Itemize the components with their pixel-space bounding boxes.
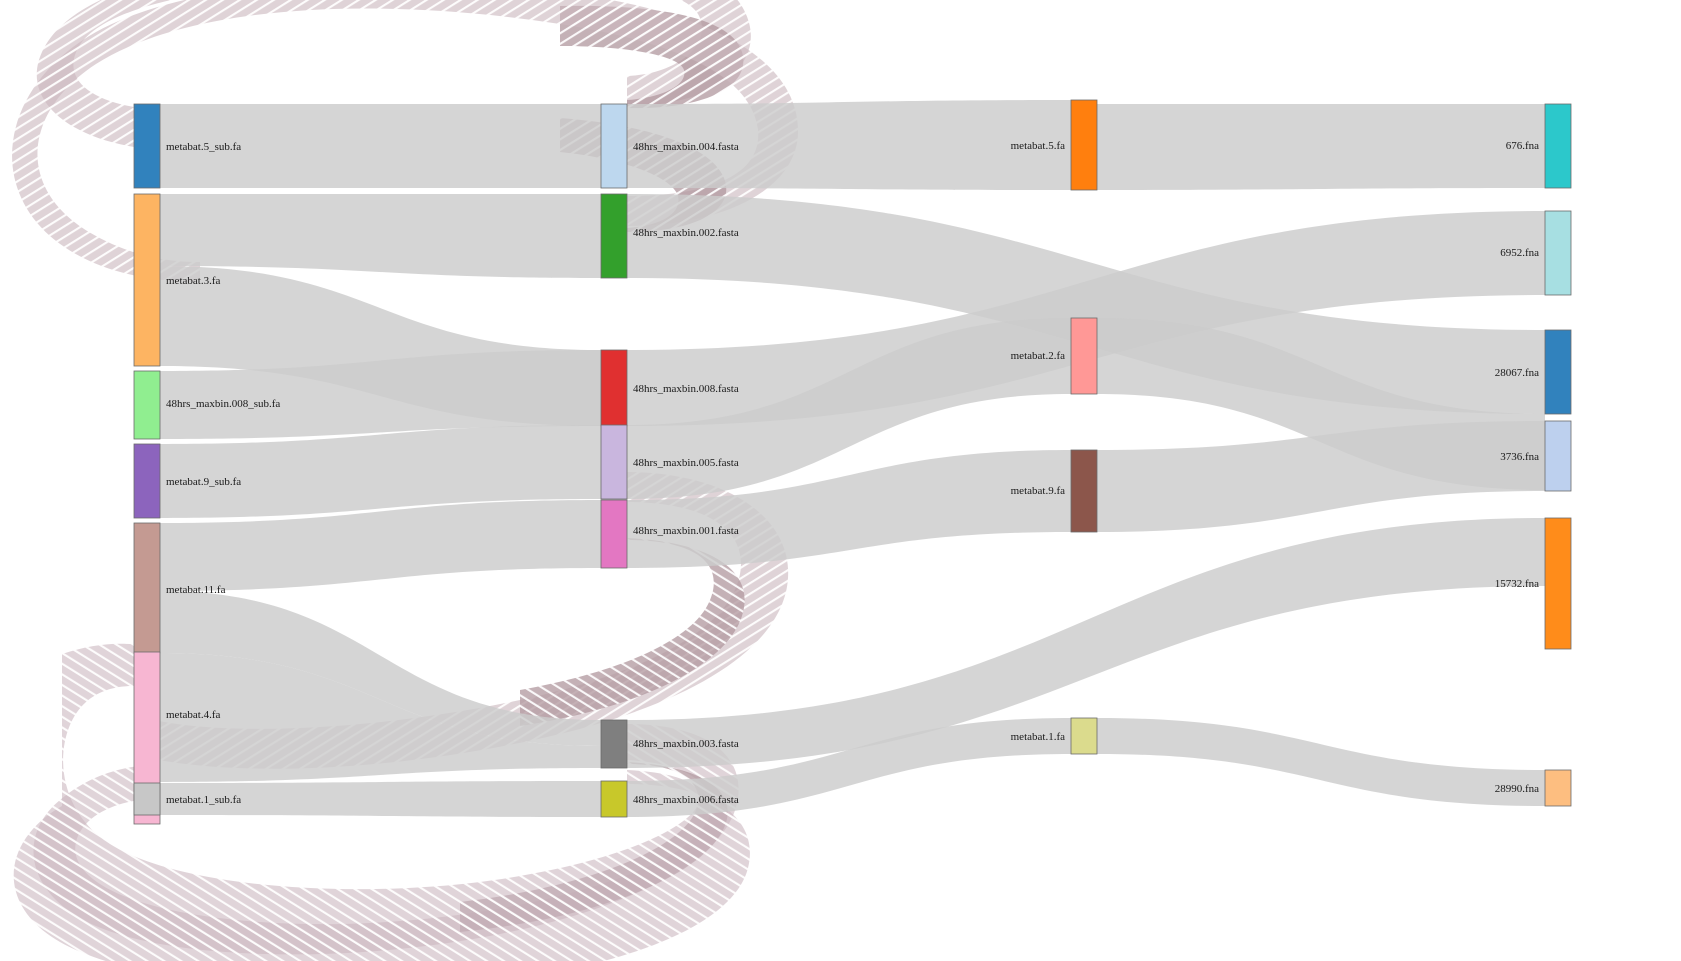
node-label-676-fna: 676.fna: [1506, 140, 1539, 152]
flow-links-layer: [160, 100, 1545, 817]
link-metabat1-to-28990: [1097, 718, 1545, 806]
link-metabat11-to-003: [160, 591, 601, 746]
node-label-metabat-1-fa: metabat.1.fa: [1011, 731, 1065, 743]
link-metabat1sub-to-006: [160, 781, 601, 817]
node-label-48hrs-maxbin-001-fasta: 48hrs_maxbin.001.fasta: [633, 525, 739, 537]
node-label-metabat-9-fa: metabat.9.fa: [1011, 485, 1065, 497]
nodes-layer: metabat.5_sub.fa metabat.3.fa 48hrs_maxb…: [133, 99, 1572, 825]
node-label-metabat-2-fa: metabat.2.fa: [1011, 350, 1065, 362]
link-metabat5-to-676: [1097, 104, 1545, 190]
node-48hrs-maxbin-001-fasta[interactable]: [600, 499, 628, 569]
node-label-metabat-5-fa: metabat.5.fa: [1011, 140, 1065, 152]
node-metabat-5-fa[interactable]: [1070, 99, 1098, 191]
node-metabat-9-fa[interactable]: [1070, 449, 1098, 533]
node-label-48hrs-maxbin-006-fasta: 48hrs_maxbin.006.fasta: [633, 794, 739, 806]
node-48hrs-maxbin-002-fasta[interactable]: [600, 193, 628, 279]
node-label-28067-fna: 28067.fna: [1495, 367, 1539, 379]
node-label-48hrs-maxbin-004-fasta: 48hrs_maxbin.004.fasta: [633, 141, 739, 153]
loop-ribbon-middle-dark: [520, 538, 745, 726]
node-48hrs-maxbin-005-fasta[interactable]: [600, 424, 628, 500]
node-28067-fna[interactable]: [1544, 329, 1572, 415]
link-metabat4-to-003: [160, 653, 601, 782]
link-004-to-metabat5: [627, 100, 1071, 190]
link-metabat11-to-001: [160, 500, 601, 591]
node-label-48hrs-maxbin-002-fasta: 48hrs_maxbin.002.fasta: [633, 227, 739, 239]
node-48hrs-maxbin-008-sub-fa[interactable]: [133, 370, 161, 440]
node-label-48hrs-maxbin-008-fasta: 48hrs_maxbin.008.fasta: [633, 383, 739, 395]
node-label-3736-fna: 3736.fna: [1500, 451, 1539, 463]
node-label-15732-fna: 15732.fna: [1495, 578, 1539, 590]
node-metabat-11-fa[interactable]: [133, 522, 161, 654]
link-metabat9sub-to-005: [160, 425, 601, 518]
loop-ribbon-second: [12, 0, 799, 282]
node-48hrs-maxbin-003-fasta[interactable]: [600, 719, 628, 769]
node-676-fna[interactable]: [1544, 103, 1572, 189]
node-label-28990-fna: 28990.fna: [1495, 783, 1539, 795]
link-metabat3-to-002: [160, 194, 601, 278]
node-15732-fna[interactable]: [1544, 517, 1572, 650]
node-label-48hrs-maxbin-003-fasta: 48hrs_maxbin.003.fasta: [633, 738, 739, 750]
node-label-metabat-5-sub-fa: metabat.5_sub.fa: [166, 141, 241, 153]
node-metabat-5-sub-fa[interactable]: [133, 103, 161, 189]
link-005-to-metabat2: [627, 318, 1071, 499]
node-label-6952-fna: 6952.fna: [1500, 247, 1539, 259]
link-metabat5sub-to-004: [160, 104, 601, 188]
node-48hrs-maxbin-008-fasta[interactable]: [600, 349, 628, 427]
node-metabat-9-sub-fa[interactable]: [133, 443, 161, 519]
node-label-metabat-3-fa: metabat.3.fa: [166, 275, 220, 287]
link-006-to-metabat1: [627, 718, 1071, 817]
node-label-metabat-9-sub-fa: metabat.9_sub.fa: [166, 476, 241, 488]
link-001-to-metabat9: [627, 450, 1071, 568]
loop-ribbon-top: [36, 0, 751, 150]
node-28990-fna[interactable]: [1544, 769, 1572, 807]
node-label-metabat-4-fa: metabat.4.fa: [166, 709, 220, 721]
node-metabat-1-fa[interactable]: [1070, 717, 1098, 755]
node-3736-fna[interactable]: [1544, 420, 1572, 492]
node-48hrs-maxbin-004-fasta[interactable]: [600, 103, 628, 189]
node-label-metabat-11-fa: metabat.11.fa: [166, 584, 226, 596]
node-48hrs-maxbin-006-fasta[interactable]: [600, 780, 628, 818]
link-metabat9-to-3736: [1097, 421, 1545, 532]
node-label-metabat-1-sub-fa: metabat.1_sub.fa: [166, 794, 241, 806]
node-label-48hrs-maxbin-005-fasta: 48hrs_maxbin.005.fasta: [633, 457, 739, 469]
node-6952-fna[interactable]: [1544, 210, 1572, 296]
node-metabat-3-fa[interactable]: [133, 193, 161, 367]
node-metabat-1-sub-fa[interactable]: [133, 782, 161, 816]
link-003-to-15732: [627, 518, 1545, 768]
node-metabat-2-fa[interactable]: [1070, 317, 1098, 395]
node-label-48hrs-maxbin-008-sub-fa: 48hrs_maxbin.008_sub.fa: [166, 398, 280, 410]
loop-ribbon-outer-bottom: [13, 643, 750, 961]
link-008sub-to-008: [160, 350, 601, 439]
